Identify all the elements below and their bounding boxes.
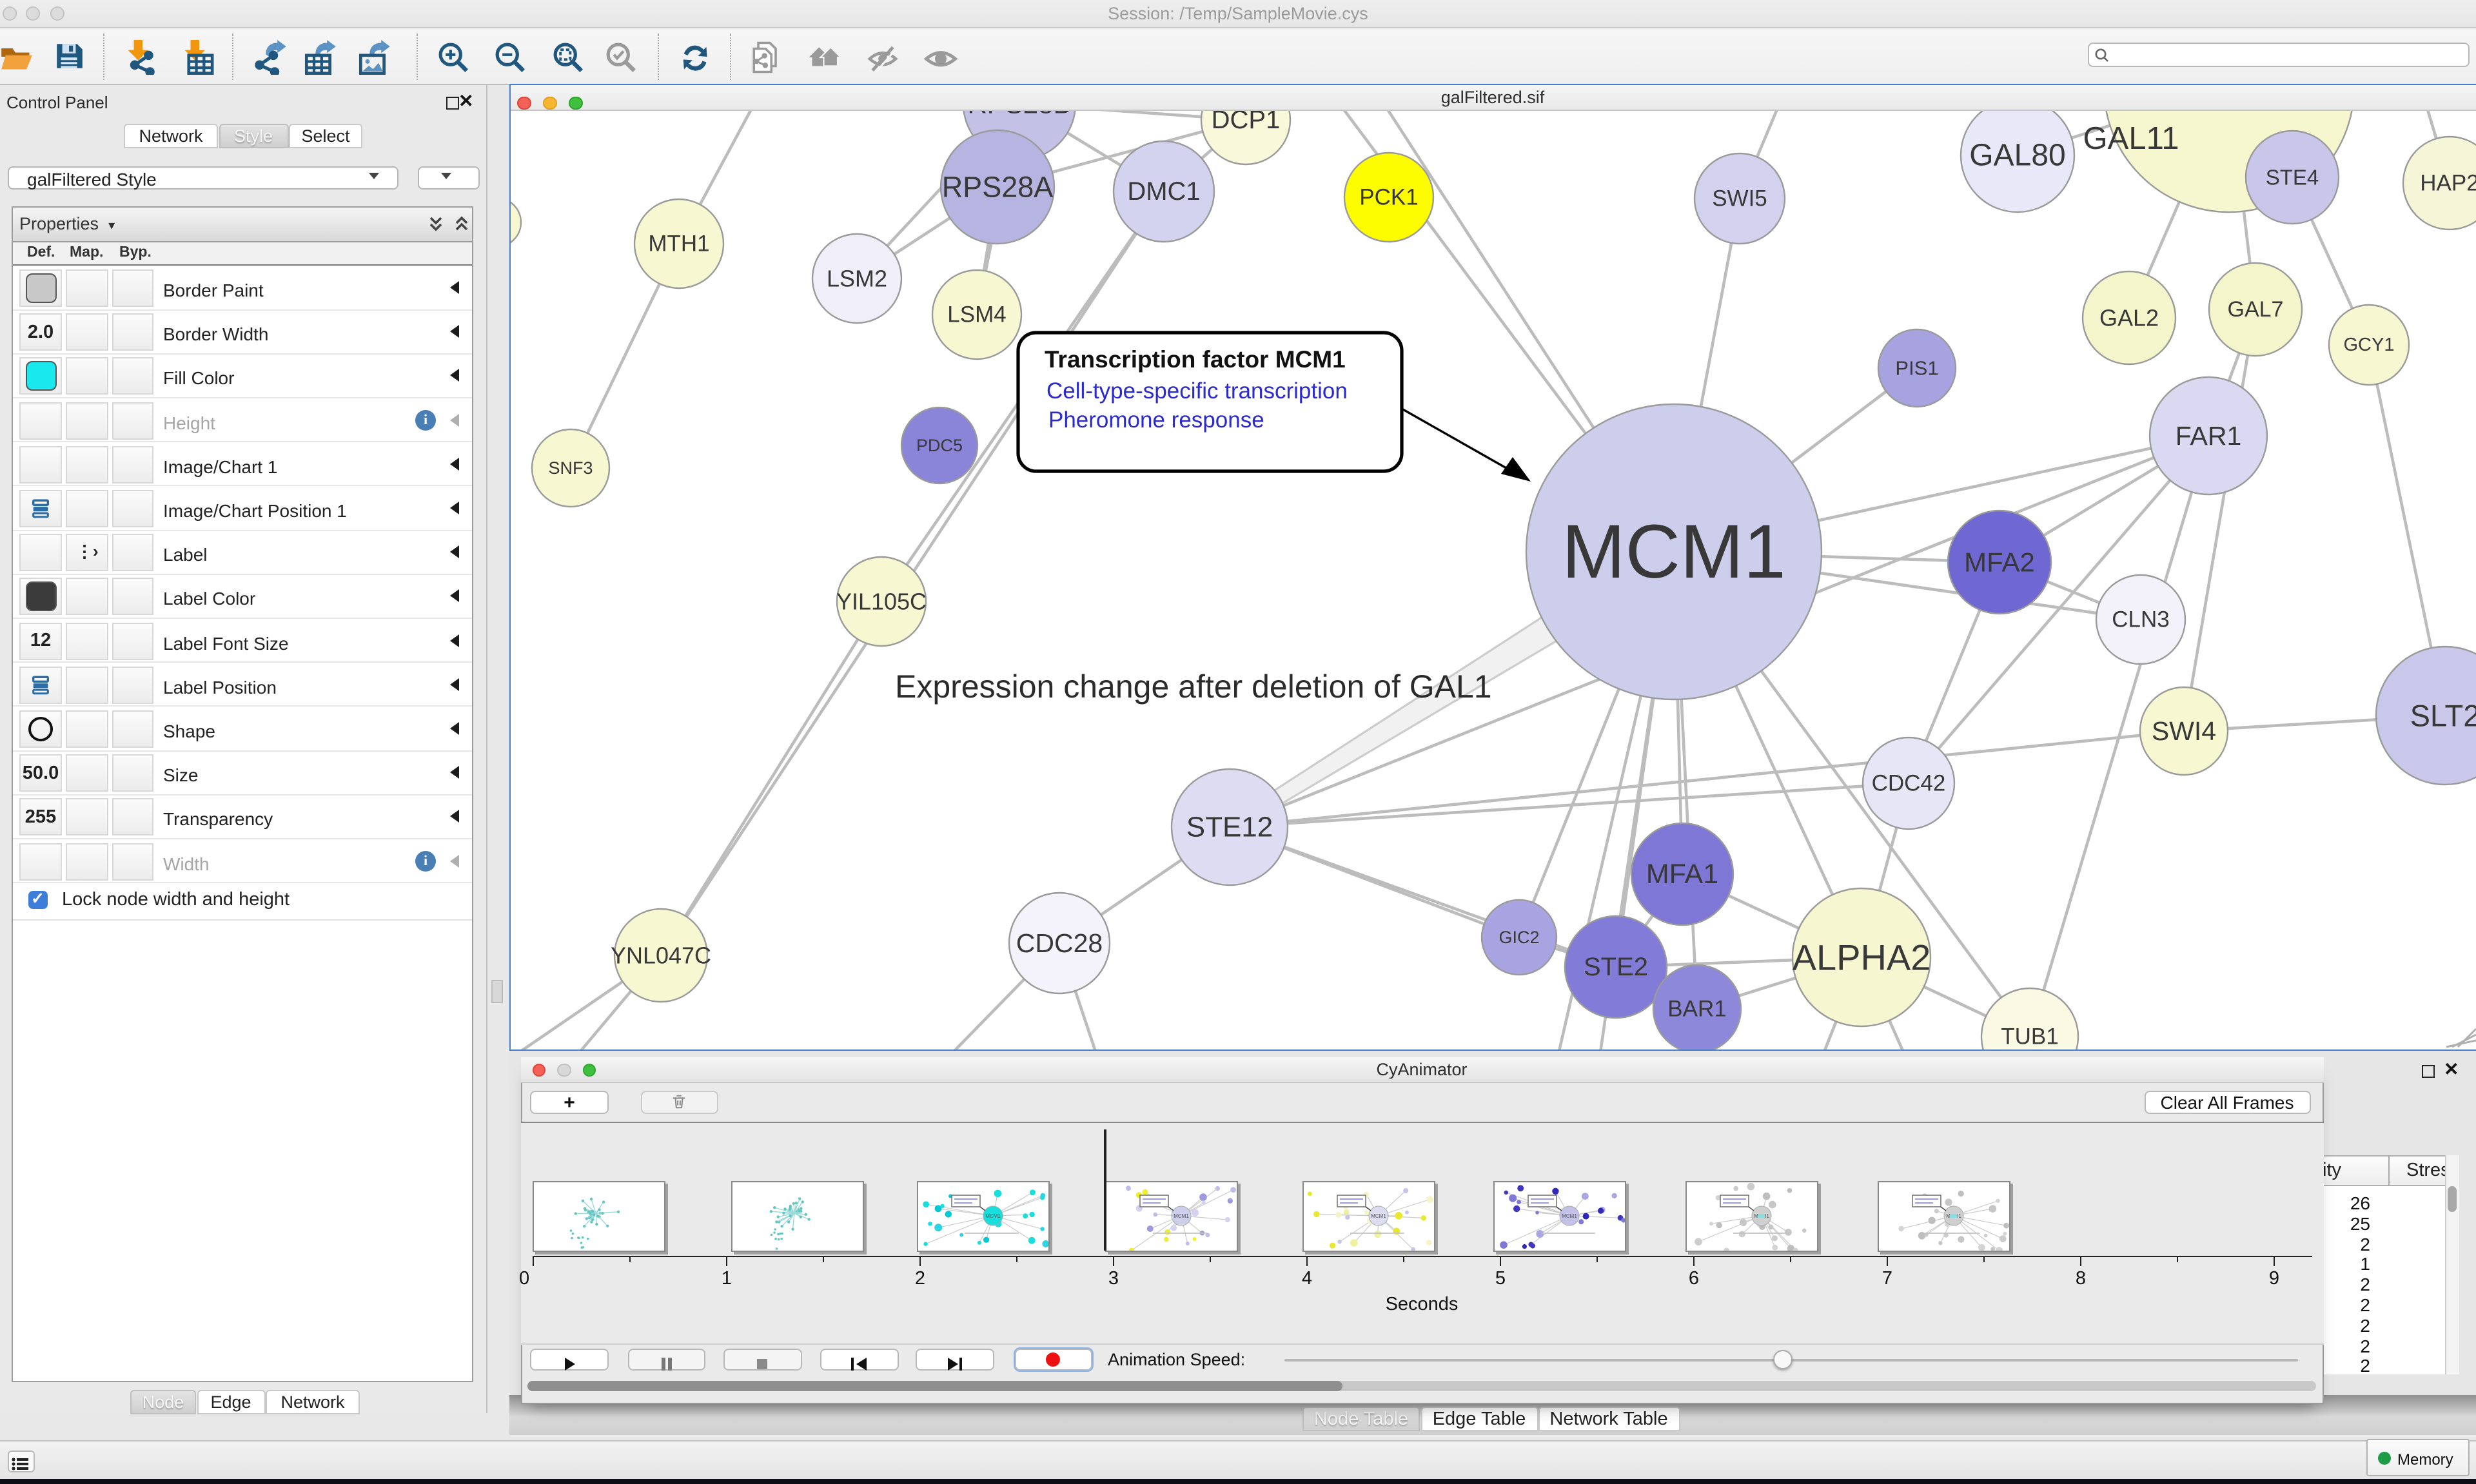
- svg-text:DMC1: DMC1: [1126, 177, 1199, 206]
- svg-text:MCM1: MCM1: [1174, 1213, 1189, 1218]
- svg-text:Transcription factor MCM1: Transcription factor MCM1: [1044, 346, 1345, 373]
- svg-text:STE12: STE12: [1186, 812, 1273, 843]
- svg-text:HAP2: HAP2: [2419, 171, 2475, 196]
- svg-text:MTH1: MTH1: [647, 231, 709, 257]
- svg-text:FAR1: FAR1: [2175, 421, 2241, 451]
- svg-text:RPS28A: RPS28A: [941, 171, 1053, 204]
- svg-text:GAL80: GAL80: [1969, 139, 2065, 173]
- svg-text:SNF3: SNF3: [547, 458, 592, 478]
- svg-text:SLT2: SLT2: [2410, 699, 2475, 733]
- svg-text:GAL11: GAL11: [2083, 121, 2179, 156]
- svg-text:TUB1: TUB1: [2000, 1024, 2058, 1050]
- svg-text:DCP1: DCP1: [1211, 111, 1280, 134]
- svg-text:MCM1: MCM1: [1561, 509, 1785, 594]
- svg-text:CLN3: CLN3: [2111, 607, 2168, 632]
- svg-text:SWI4: SWI4: [2151, 716, 2216, 746]
- svg-text:SWI5: SWI5: [1711, 186, 1767, 211]
- svg-text:LSM2: LSM2: [826, 266, 887, 292]
- svg-text:PDC5: PDC5: [916, 436, 962, 455]
- svg-text:GCY1: GCY1: [2343, 335, 2394, 355]
- svg-text:CDC42: CDC42: [1871, 771, 1945, 796]
- svg-text:YNL047C: YNL047C: [610, 942, 711, 969]
- svg-text:Expression change after deleti: Expression change after deletion of GAL1: [894, 669, 1491, 705]
- svg-text:STE4: STE4: [2265, 166, 2319, 190]
- svg-text:MFA2: MFA2: [1963, 547, 2034, 578]
- svg-text:CDC28: CDC28: [1016, 928, 1102, 958]
- svg-text:GIC2: GIC2: [1498, 928, 1538, 947]
- svg-text:YIL105C: YIL105C: [836, 589, 926, 615]
- svg-text:GAL7: GAL7: [2227, 297, 2283, 322]
- svg-text:BAR1: BAR1: [1667, 997, 1725, 1022]
- svg-text:MCM1: MCM1: [1370, 1213, 1386, 1218]
- svg-text:LSM4: LSM4: [947, 302, 1005, 327]
- svg-text:GAL2: GAL2: [2099, 305, 2158, 331]
- svg-text:Cell-type-specific transcripti: Cell-type-specific transcription: [1046, 378, 1347, 404]
- svg-text:PIS1: PIS1: [1894, 357, 1938, 380]
- svg-text:MCM1: MCM1: [985, 1213, 1001, 1218]
- svg-text:ALPHA2: ALPHA2: [1792, 937, 1931, 978]
- svg-text:PCK1: PCK1: [1359, 185, 1417, 210]
- svg-text:MFA1: MFA1: [1646, 859, 1718, 890]
- svg-text:RPS28B: RPS28B: [967, 111, 1070, 119]
- svg-text:STE2: STE2: [1583, 953, 1647, 981]
- svg-text:Pheromone response: Pheromone response: [1048, 407, 1264, 433]
- svg-text:MCM1: MCM1: [1562, 1213, 1577, 1218]
